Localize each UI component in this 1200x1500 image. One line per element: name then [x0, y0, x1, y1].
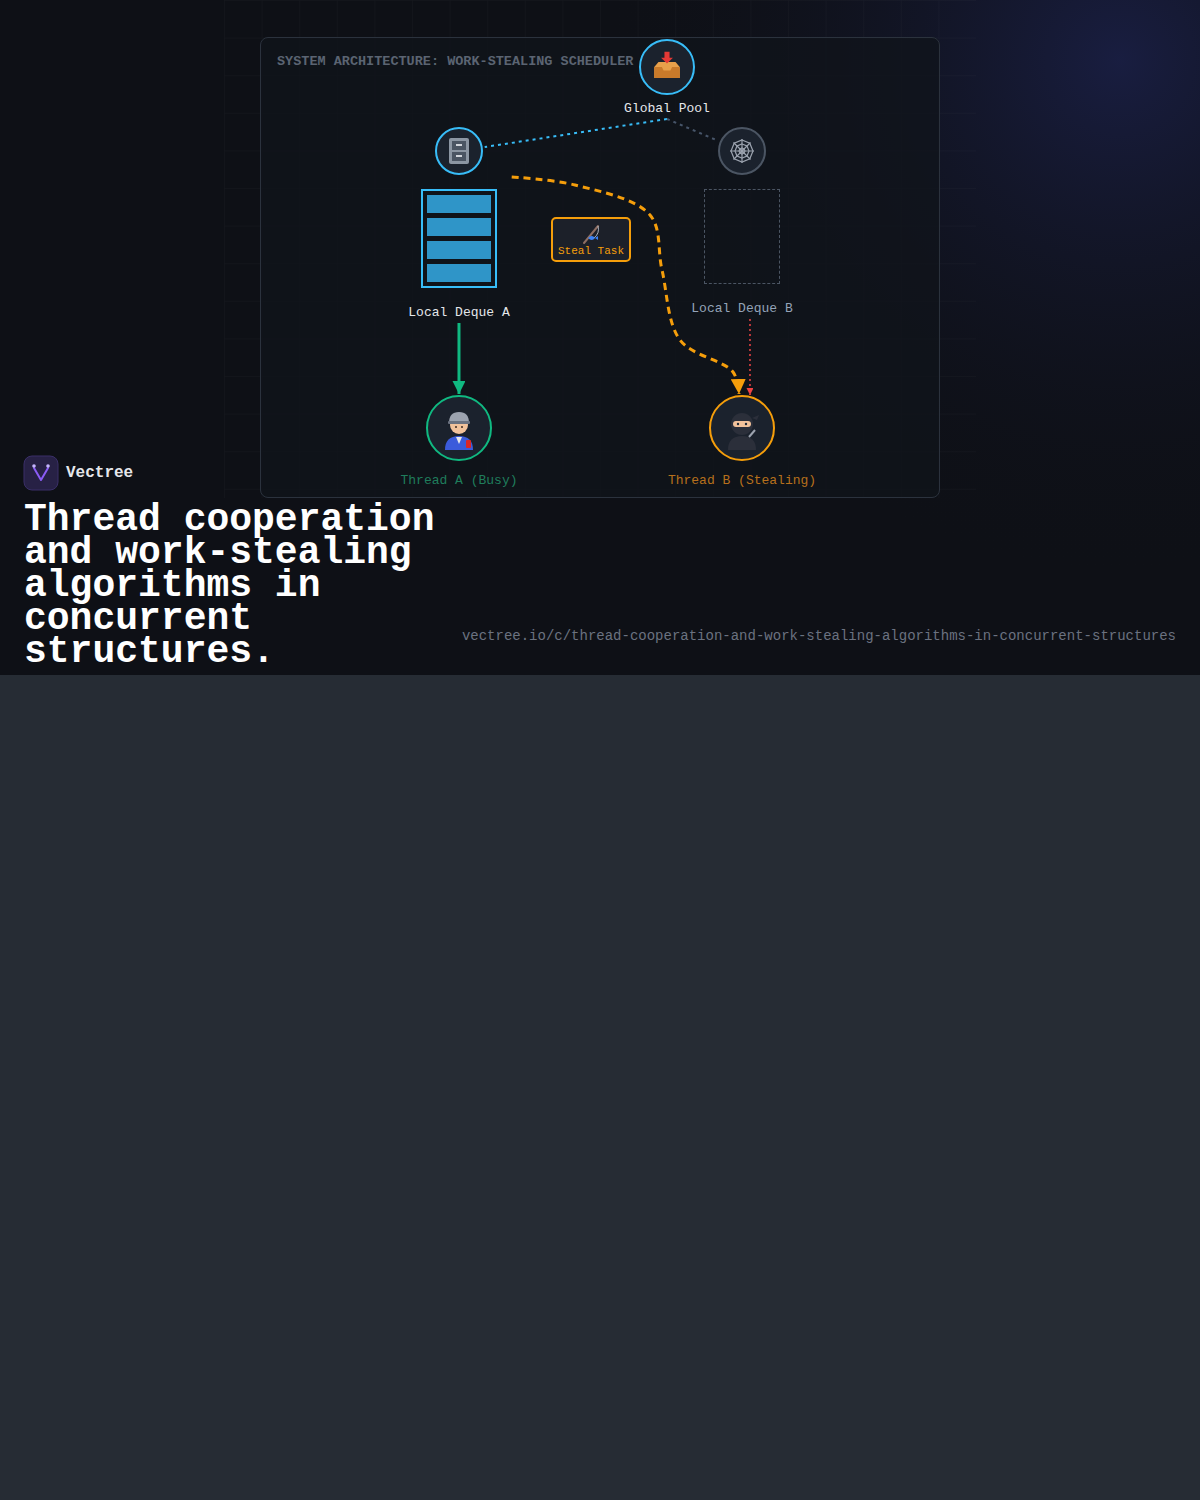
thread-circle [709, 395, 775, 461]
banner [0, 0, 1200, 675]
icon [728, 137, 756, 165]
node-label: Thread B (Stealing) [668, 473, 816, 488]
icon [722, 406, 762, 450]
node-label: Steal Task [558, 245, 624, 258]
deque-icon-circle [718, 127, 766, 175]
task-slot [427, 218, 491, 236]
steal-task-box: Steal Task [551, 217, 631, 262]
task-slot [427, 241, 491, 259]
connector [485, 119, 667, 147]
deque-box [704, 189, 780, 284]
connector [457, 323, 460, 394]
connector [749, 319, 751, 395]
brand-name: Vectree [66, 464, 133, 482]
page-title: Thread cooperation and work-stealing alg… [24, 503, 464, 668]
worker-thread: Thread B (Stealing) [668, 395, 816, 488]
brand-logo [24, 456, 58, 490]
icon [446, 137, 472, 165]
panel-title: SYSTEM ARCHITECTURE: WORK-STEALING SCHED… [277, 54, 633, 70]
task-slot [427, 195, 491, 213]
node-label: Global Pool [624, 101, 710, 116]
local-deque: Local Deque A [408, 127, 509, 320]
node-label: Local Deque A [408, 305, 509, 320]
fishing-rod-icon [580, 223, 602, 245]
corner-glow [0, 0, 1200, 675]
icon [650, 50, 684, 84]
icon [439, 406, 479, 450]
local-deque: Local Deque B [691, 127, 792, 316]
deque-icon-circle [435, 127, 483, 175]
page-url: vectree.io/c/thread-cooperation-and-work… [462, 628, 1176, 644]
thread-circle [426, 395, 492, 461]
node-label: Local Deque B [691, 301, 792, 316]
icon [580, 223, 602, 245]
worker-thread: Thread A (Busy) [400, 395, 517, 488]
pool-circle [639, 39, 695, 95]
global-pool: Global Pool [624, 39, 710, 116]
connector [667, 119, 718, 141]
panel-ground [260, 37, 940, 498]
grid-texture [224, 0, 976, 498]
deque-box [421, 189, 497, 288]
task-slot [427, 264, 491, 282]
node-label: Thread A (Busy) [400, 473, 517, 488]
scheduler-panel: Global PoolLocal Deque A Steal TaskLocal … [260, 37, 940, 498]
